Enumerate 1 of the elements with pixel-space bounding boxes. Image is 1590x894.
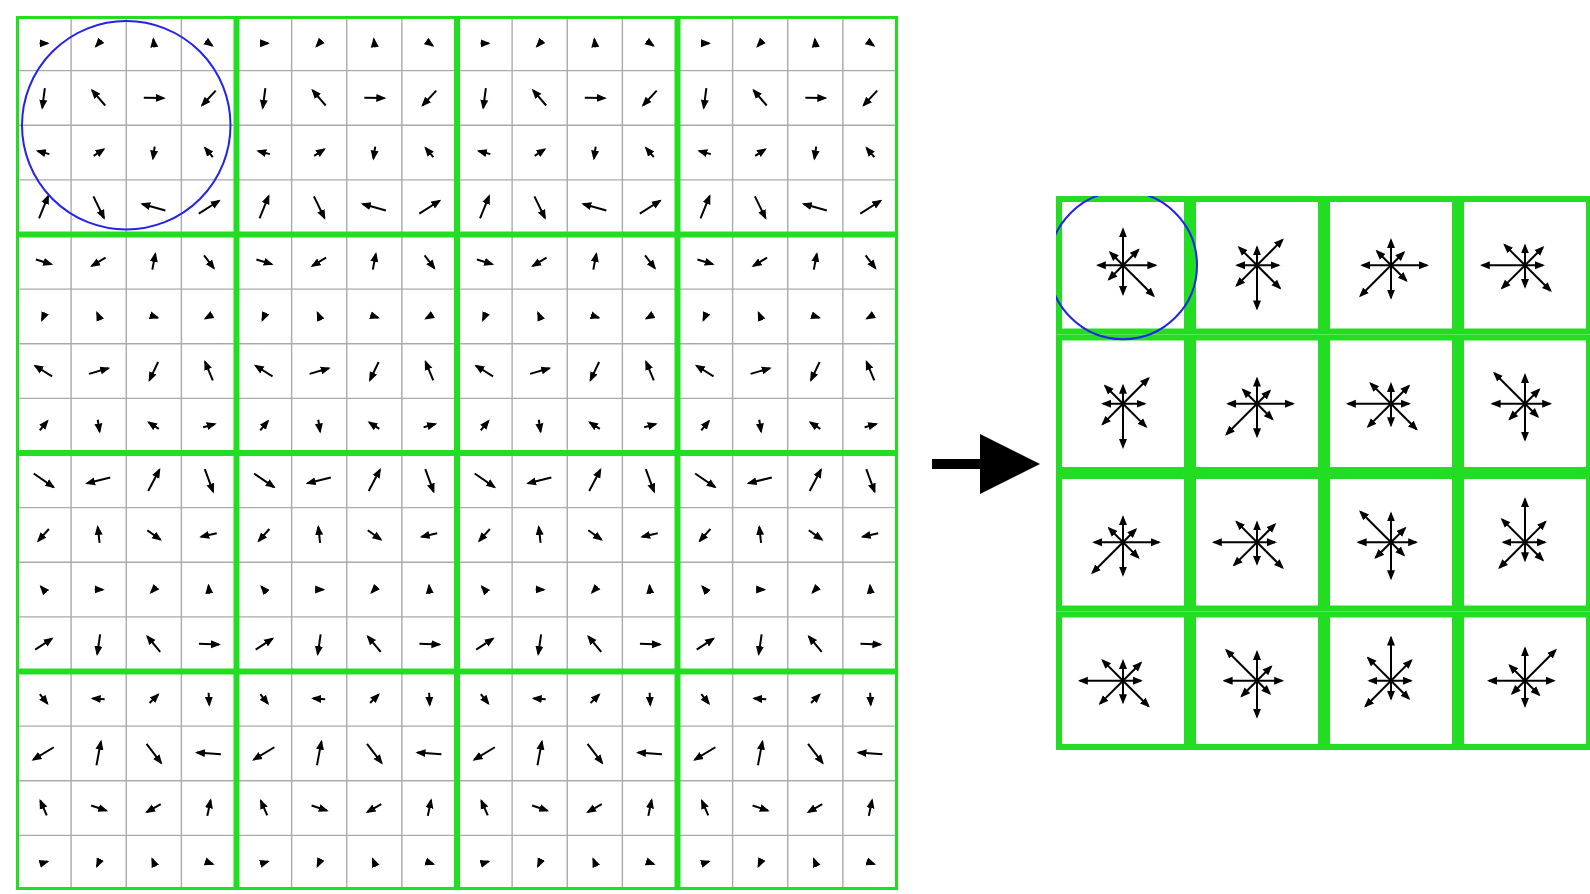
arrow	[932, 434, 1040, 494]
